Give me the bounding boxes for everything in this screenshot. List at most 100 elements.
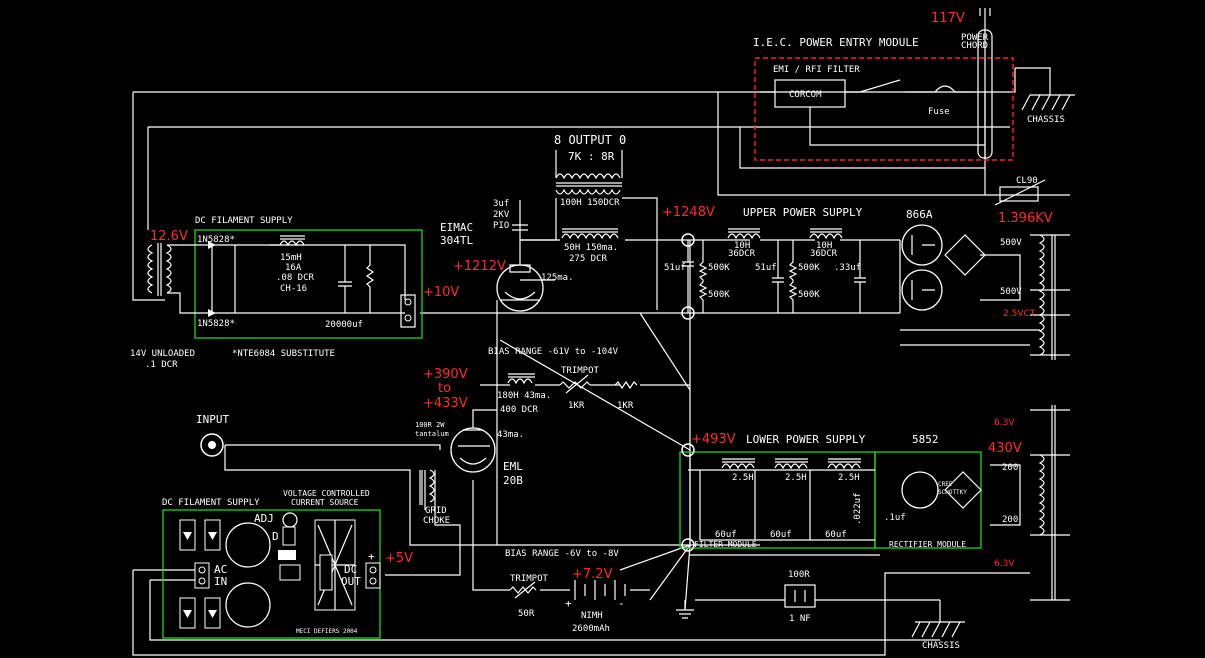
choke-50h-dcr: 275 DCR [569,254,608,264]
ac-label: AC [214,563,227,576]
output-transformer: 8 OUTPUT 0 7K : 8R 100H 150DCR [554,133,626,208]
r100r-label: 100R [788,570,810,580]
c33-label: .33uf [834,263,861,273]
input-jack[interactable] [200,433,224,457]
upper-ps-title: UPPER POWER SUPPLY [743,206,863,219]
diode1-label: 1N5828* [197,235,235,245]
plate-304-voltage: +1212V [453,259,506,274]
eml-label: EML [503,460,523,473]
l25c-label: 2.5H [838,473,860,483]
bias-range2-label: BIAS RANGE -6V to -8V [505,549,619,559]
r50-label: 50R [518,609,535,619]
grid-choke-label2: CHOKE [423,516,450,526]
fil-dc-voltage: +10V [423,285,459,300]
c1nf-label: 1 NF [789,614,811,624]
dc-fil2-title: DC FILAMENT SUPPLY [162,498,260,508]
chassis-label: CHASSIS [1027,115,1065,125]
fil-choke-dcr: .08 DCR [276,273,315,283]
grid-range-to: to [438,381,451,396]
unloaded-label: 14V UNLOADED [130,349,195,359]
v500a-label: 500V [1000,238,1022,248]
fil-866-voltage: 6.3V [994,559,1015,569]
tube-5852 [901,471,939,509]
c1uf-label: .1uf [884,513,906,523]
r500a-label: 500K [708,263,730,273]
plug-icon [979,8,991,30]
hv-secondary-voltage: 1.396KV [998,211,1053,226]
ma43-label: 43ma. [497,430,524,440]
fil-terminal [400,294,416,328]
v500b-label: 500V [1000,287,1022,297]
bias-upper: BIAS RANGE -61V to -104V TRIMPOT 180H 43… [423,347,638,415]
ac-voltage: 117V [931,11,965,26]
r500d-label: 500K [798,290,820,300]
5852-label: 5852 [912,433,939,446]
choke180-dcr: 400 DCR [500,405,539,415]
c60b-label: 60uf [770,530,792,540]
304tl-label: 304TL [440,234,473,247]
lower-power-supply: +493V LOWER POWER SUPPLY 5852 430V 2.5H … [679,405,1056,600]
iec-module: CORCOM EMI / RFI FILTER Fuse I.E.C. POWE… [753,8,1014,161]
filament-transformer: 12.6V 14V UNLOADED .1 DCR *NTE6084 SUBST… [130,229,335,370]
r1kr-a-label: 1KR [568,401,585,411]
out-label: OUT [341,575,361,588]
input-stage: INPUT 100R 2W tantalum 43ma. EML 20B GRI… [196,409,524,526]
adj-trimmer-icon[interactable] [282,512,298,528]
board-credit: MECI DEFIERS 2004 [296,628,358,635]
plus-label: + [368,550,375,563]
cap-3uf-type: PIO [493,221,509,231]
l25a-label: 2.5H [732,473,754,483]
bridge-diode-icon [183,532,217,618]
battery-icon [574,580,626,600]
c022-label: .022uf [853,492,863,525]
b-plus-low-voltage: +493V [691,432,736,447]
lv-secondary-voltage: 430V [988,441,1022,456]
dc-label: DC [344,563,357,576]
tube-304tl: EIMAC 304TL 125ma. +1212V [440,221,574,312]
ot-ratio: 7K : 8R [568,150,615,163]
rectifier-module-label: RECTIFIER MODULE [889,540,966,549]
cree-label: CREE [938,481,953,488]
bias-lower: BIAS RANGE -6V to -8V TRIMPOT 50R +7.2V … [505,549,816,634]
v200a-label: 200 [1002,463,1018,473]
fuse-label: Fuse [928,107,950,117]
d-label: D [272,530,279,543]
l10ha-label: 10H [734,241,750,251]
ct866-voltage: 2.5VCT [1003,309,1036,319]
fil-choke-label: 15mH [280,253,302,263]
chassis-label-2: CHASSIS [922,641,960,651]
eimac-label: EIMAC [440,221,473,234]
ground-icon [676,600,694,619]
choke-50h: 50H 150ma. 275 DCR [561,228,619,264]
filter-module-label: FILTER MODULE [694,540,757,549]
tube-20b [450,427,496,473]
l10ha-dcr: 36DCR [728,249,756,259]
bias-range1-label: BIAS RANGE -61V to -104V [488,347,619,357]
unloaded-dcr: .1 DCR [145,360,178,370]
battery-plus: + [565,597,572,610]
r100-label: 100R 2W [415,421,445,429]
ot-dcr: 100H 150DCR [560,198,620,208]
vccs-label: VOLTAGE CONTROLLED [283,489,370,498]
adj-label[interactable]: ADJ [254,512,274,525]
grid-range-b: +433V [423,396,468,411]
dc-filament-supply-top: DC FILAMENT SUPPLY 1N5828* 1N5828* 15mH … [194,216,459,339]
nimh-capacity: 2600mAh [572,624,610,634]
nte-note: *NTE6084 SUBSTITUTE [232,349,335,359]
l25b-label: 2.5H [785,473,807,483]
fil-cap-label: 20000uf [325,320,363,330]
r100-type: tantalum [415,430,449,438]
b-plus-high-voltage: +1248V [662,205,715,220]
dc-fil-title: DC FILAMENT SUPPLY [195,216,293,226]
cl90-thermistor: CL90 [994,176,1046,206]
schottky-label: SCHOTTKY [938,489,967,496]
fil-dc2-voltage: +5V [385,551,413,566]
fil-ac-voltage: 12.6V [150,229,188,244]
c51a-label: 51uf [664,263,686,273]
dc-filament-board: DC FILAMENT SUPPLY VOLTAGE CONTROLLED CU… [162,489,413,639]
choke-50h-label: 50H 150ma. [564,243,618,253]
power-cord-label: POWER [961,33,989,43]
cl90-label: CL90 [1016,176,1038,186]
fil-5852-voltage: 6.3V [994,418,1015,428]
